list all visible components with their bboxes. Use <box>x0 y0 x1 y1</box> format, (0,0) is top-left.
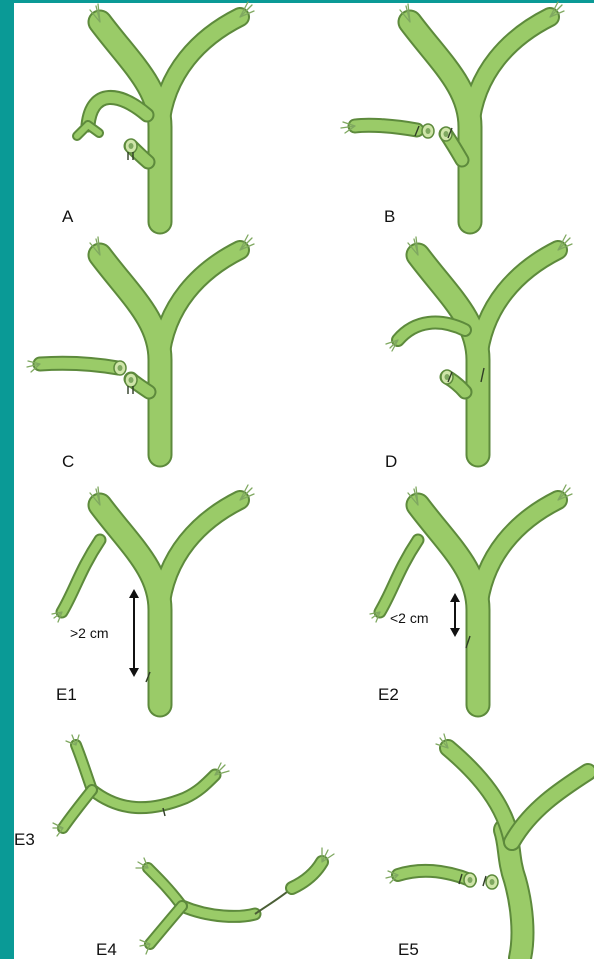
panel-e2: <2 cm E2 <box>370 485 572 705</box>
panel-label-e3: E3 <box>14 830 35 849</box>
panel-c: C <box>27 235 254 471</box>
measurement-e2: <2 cm <box>390 610 429 626</box>
panel-b: B <box>341 2 564 226</box>
panel-e3: E3 <box>14 735 229 849</box>
panel-e4: E4 <box>96 848 334 959</box>
panel-e1: >2 cm E1 <box>52 485 254 705</box>
panel-label-e1: E1 <box>56 685 77 704</box>
measurement-e1: >2 cm <box>70 625 109 641</box>
panel-label-a: A <box>62 207 74 226</box>
panel-d: D <box>385 235 572 471</box>
panel-label-c: C <box>62 452 74 471</box>
panel-label-b: B <box>384 207 395 226</box>
panel-e5: E5 <box>386 734 588 959</box>
panel-label-e4: E4 <box>96 940 117 959</box>
panel-label-e2: E2 <box>378 685 399 704</box>
panel-label-e5: E5 <box>398 940 419 959</box>
panel-a: A <box>62 2 254 226</box>
panel-label-d: D <box>385 452 397 471</box>
